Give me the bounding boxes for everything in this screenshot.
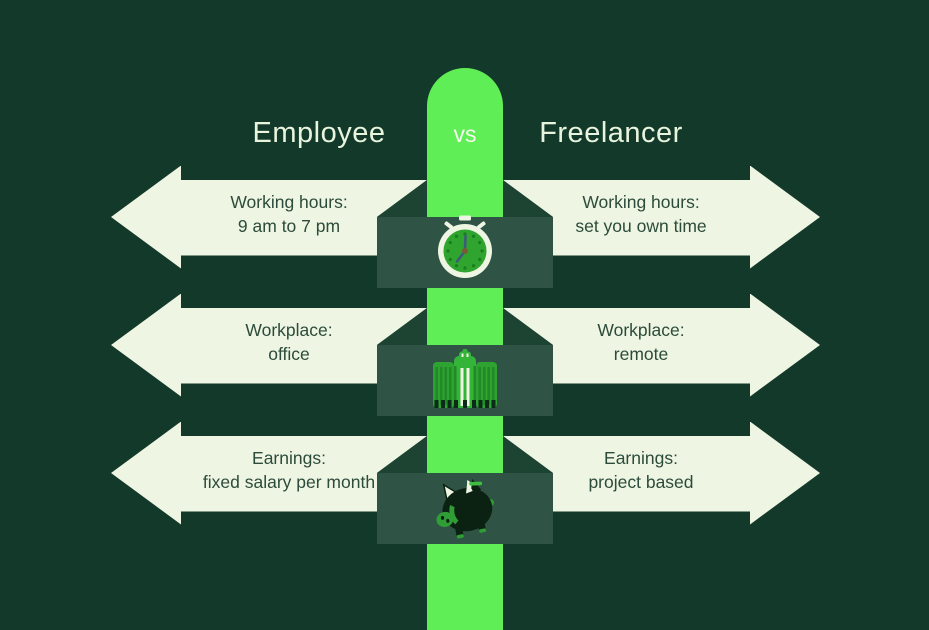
left-arrow xyxy=(111,165,427,269)
versus-label: vs xyxy=(453,121,477,147)
piggy-bank-icon xyxy=(427,470,503,546)
stopwatch-icon xyxy=(427,214,503,290)
label-line: Working hours: xyxy=(582,192,700,212)
label-line: Working hours: xyxy=(230,192,348,212)
value-line: remote xyxy=(613,344,669,364)
office-building-icon xyxy=(427,342,503,418)
left-arrow xyxy=(111,293,427,397)
value-line: office xyxy=(268,344,310,364)
label-line: Earnings: xyxy=(252,448,326,468)
freelancer-earnings-text: Earnings: project based xyxy=(533,446,749,494)
right-arrow xyxy=(503,293,820,397)
label-line: Earnings: xyxy=(604,448,678,468)
freelancer-title: Freelancer xyxy=(539,117,683,149)
employee-working-hours-text: Working hours: 9 am to 7 pm xyxy=(181,190,397,238)
value-line: 9 am to 7 pm xyxy=(237,216,341,236)
label-line: Workplace: xyxy=(597,320,685,340)
label-line: Workplace: xyxy=(245,320,333,340)
freelancer-working-hours-text: Working hours: set you own time xyxy=(533,190,749,238)
right-arrow xyxy=(503,165,820,269)
value-line: project based xyxy=(588,472,694,492)
value-line: fixed salary per month xyxy=(202,472,376,492)
employee-earnings-text: Earnings: fixed salary per month xyxy=(181,446,397,494)
freelancer-workplace-text: Workplace: remote xyxy=(533,318,749,366)
employee-workplace-text: Workplace: office xyxy=(181,318,397,366)
left-arrow xyxy=(111,421,427,525)
right-arrow xyxy=(503,421,820,525)
value-line: set you own time xyxy=(575,216,707,236)
employee-title: Employee xyxy=(252,117,386,149)
